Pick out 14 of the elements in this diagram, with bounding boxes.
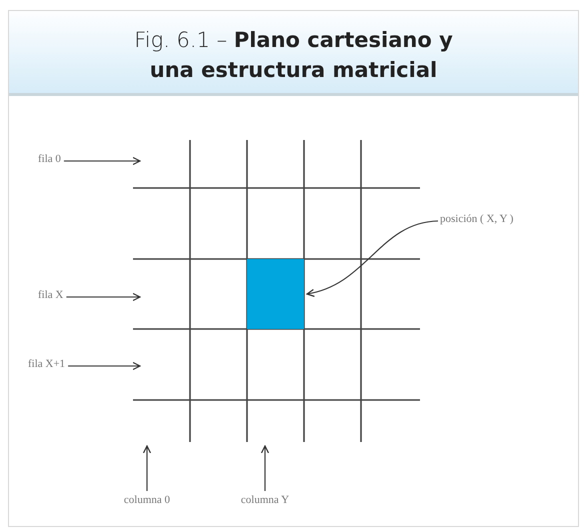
leader-line	[306, 220, 438, 296]
axis-label: fila 0	[38, 153, 61, 169]
axis-label: columna 0	[112, 494, 182, 510]
figure-title: Fig. 6.1 – Plano cartesiano y una estructura matricial	[133, 27, 454, 84]
arrow	[64, 156, 141, 166]
arrow	[66, 292, 141, 302]
axis-label: fila X	[38, 289, 64, 305]
arrow	[260, 445, 270, 491]
axis-label: columna Y	[230, 494, 300, 510]
axis-label: posición ( X, Y )	[440, 213, 514, 229]
arrow	[68, 362, 141, 370]
arrow	[142, 445, 152, 491]
highlighted-cell	[247, 259, 304, 329]
axis-label: fila X+1	[28, 358, 66, 374]
